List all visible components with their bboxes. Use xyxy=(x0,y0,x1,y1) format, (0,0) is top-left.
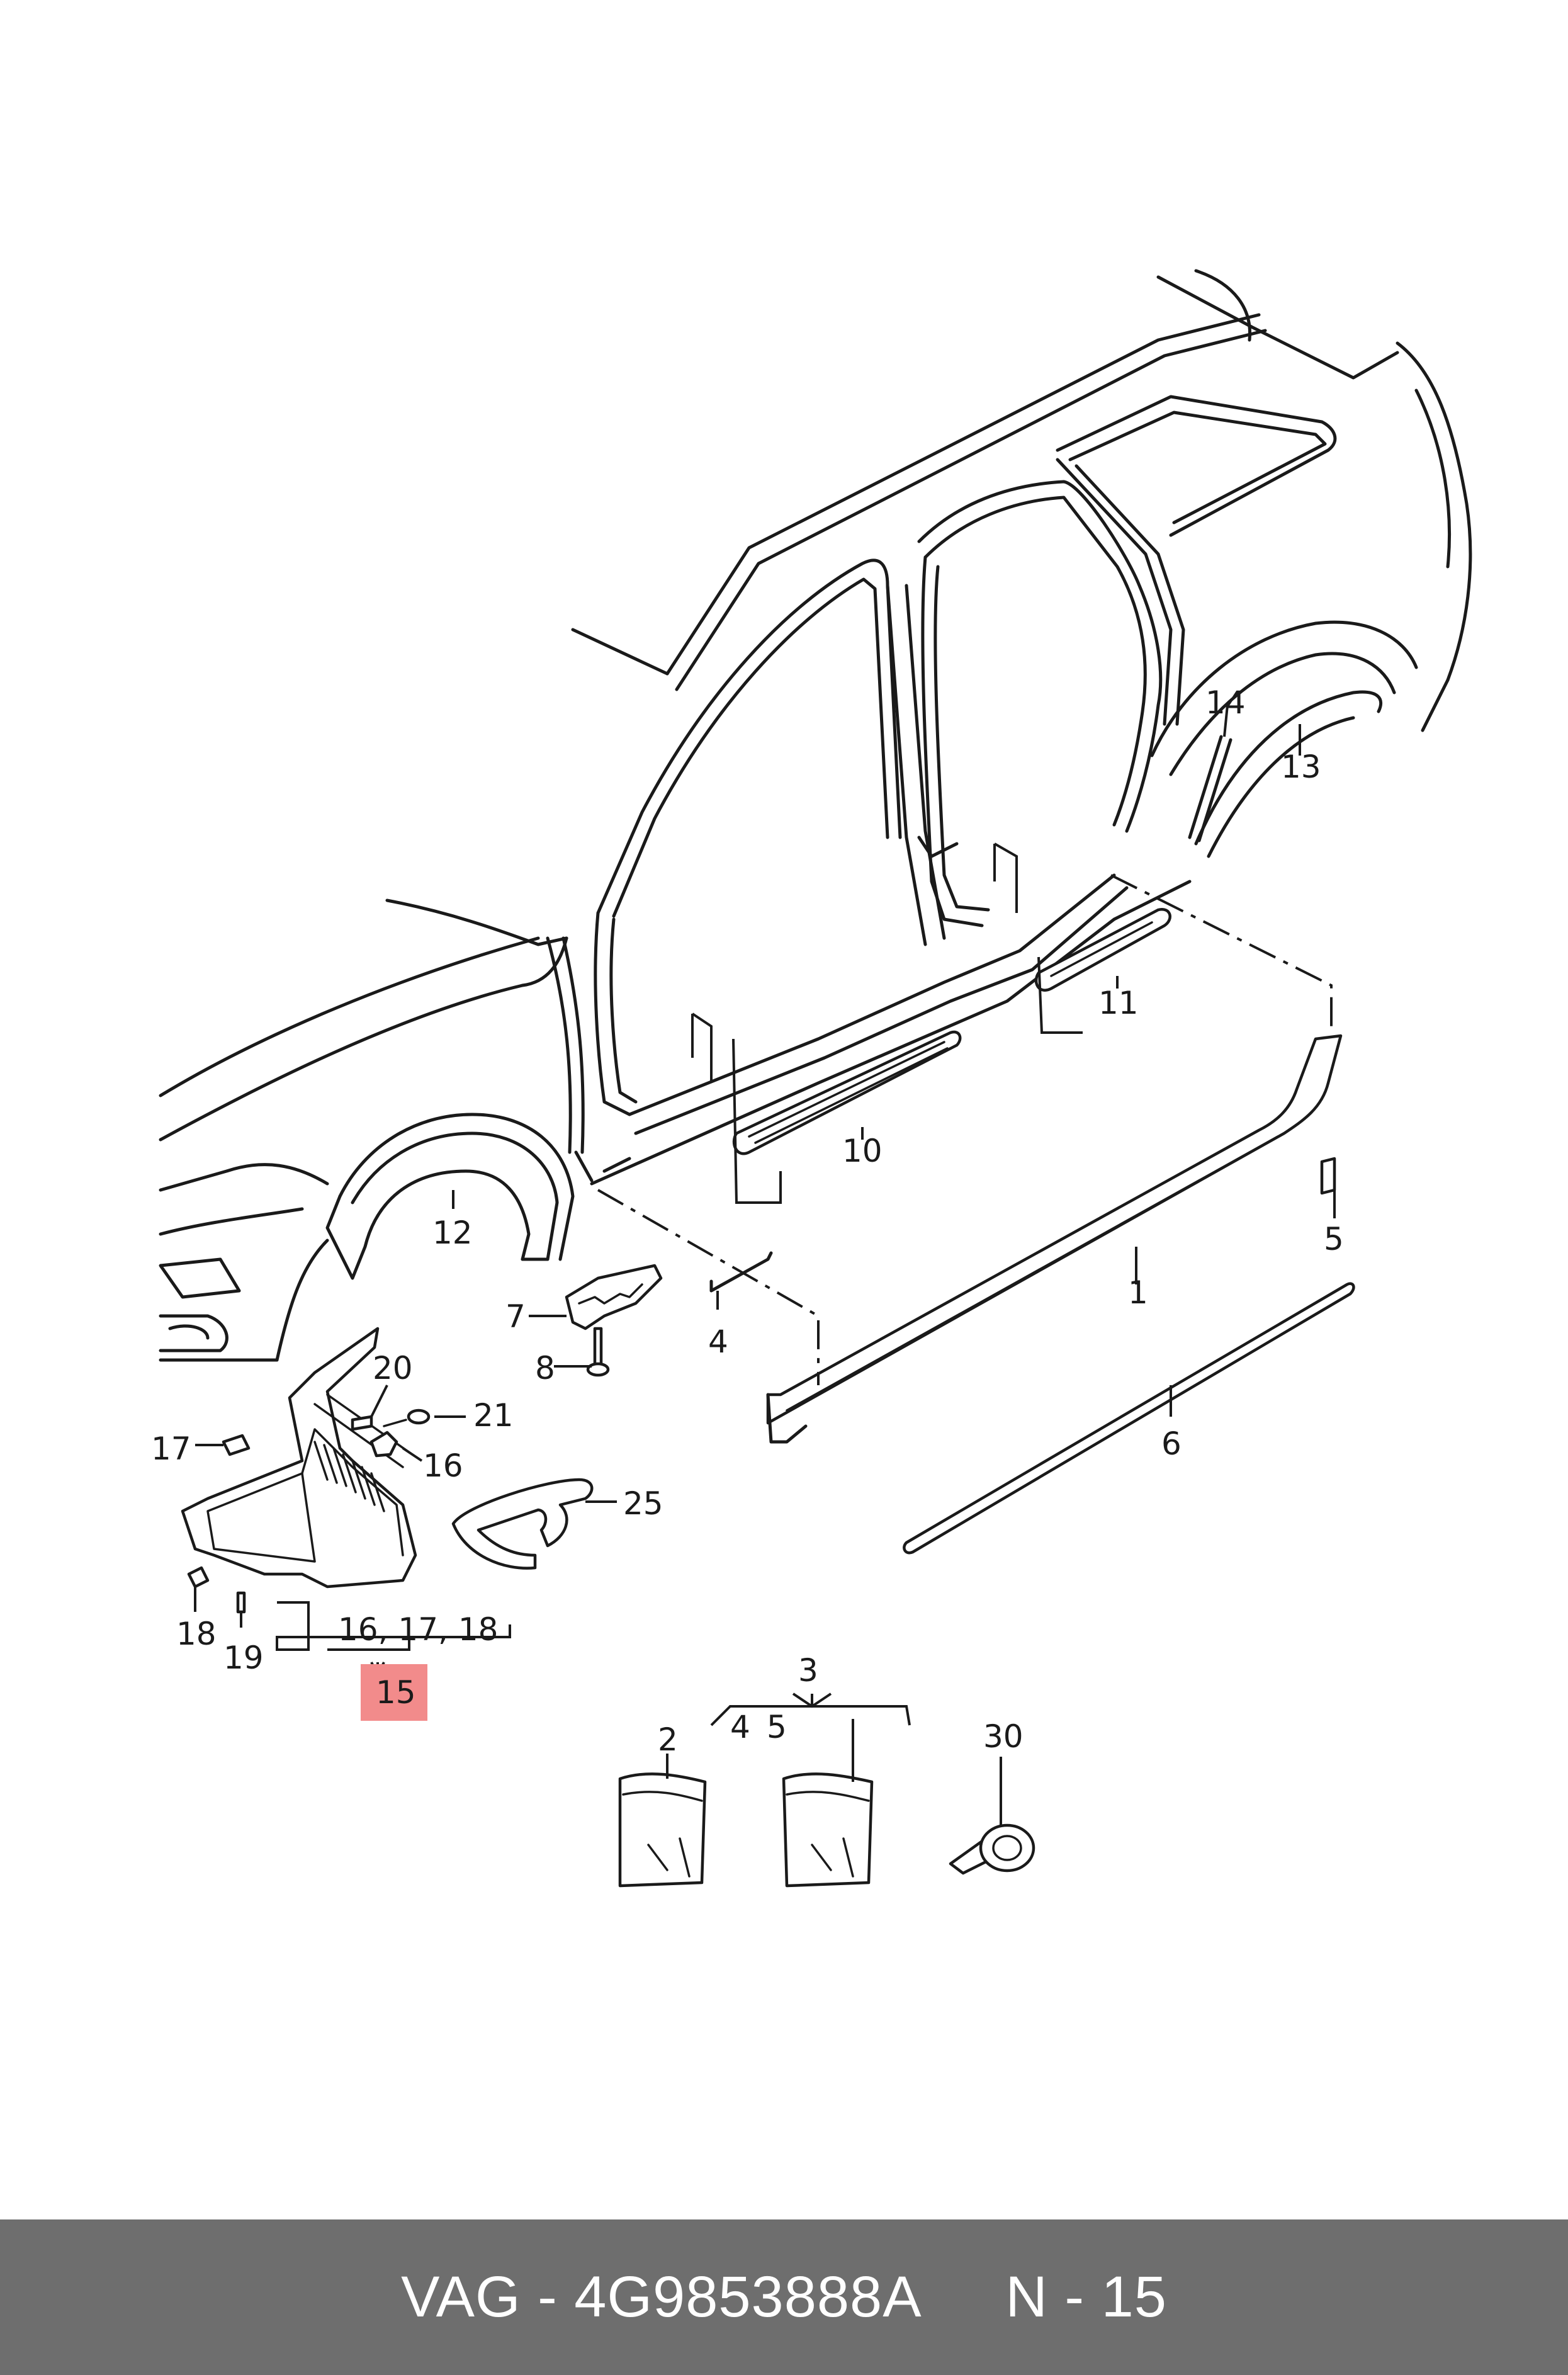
part-25-seal xyxy=(451,1478,594,1570)
callout-20: 20 xyxy=(373,1350,413,1386)
callout-16: 16 xyxy=(423,1448,463,1484)
callout-30: 30 xyxy=(983,1718,1024,1755)
callout-12: 12 xyxy=(432,1215,473,1251)
part-number-label: VAG - 4G9853888A xyxy=(401,2265,922,2329)
callout-labels: 1 2 3 4 5 4 5 6 7 8 10 11 12 13 14 15 16… xyxy=(151,684,1344,1758)
callout-4: 4 xyxy=(708,1324,728,1360)
footer-spacer xyxy=(922,2264,1006,2330)
part-4-rod xyxy=(709,1251,773,1293)
fastener-18 xyxy=(187,1566,210,1589)
fastener-20 xyxy=(351,1415,373,1431)
part-6-strip xyxy=(903,1282,1355,1555)
fastener-17 xyxy=(222,1434,251,1456)
front-wheel-arch xyxy=(325,1113,575,1280)
callout-10: 10 xyxy=(842,1133,883,1169)
callout-11: 11 xyxy=(1098,985,1139,1021)
part-1-side-sill xyxy=(766,1034,1343,1444)
rear-wheel-arch xyxy=(1150,620,1418,858)
leader-lines xyxy=(194,705,1336,1826)
callout-17: 17 xyxy=(151,1431,191,1467)
callout-5: 5 xyxy=(1324,1221,1344,1257)
callout-18: 18 xyxy=(176,1616,217,1652)
parts-diagram: 1 2 3 4 5 4 5 6 7 8 10 11 12 13 14 15 16… xyxy=(151,269,1472,1888)
assembly-lines xyxy=(597,842,1333,1385)
part-5-pad xyxy=(1320,1157,1336,1195)
part-7-bracket xyxy=(565,1264,663,1330)
part-11-rear-sill-plate xyxy=(1034,907,1171,992)
callout-1: 1 xyxy=(1128,1274,1148,1311)
callout-5-kit: 5 xyxy=(767,1709,787,1745)
fastener-16 xyxy=(369,1431,398,1458)
part-2-bag xyxy=(618,1772,707,1888)
callout-15: 15 xyxy=(376,1674,416,1711)
callout-7: 7 xyxy=(505,1298,526,1335)
part-3-bag xyxy=(782,1772,874,1888)
callout-14: 14 xyxy=(1205,684,1246,721)
callout-3: 3 xyxy=(798,1652,818,1689)
footer-bar: VAG - 4G9853888A N - 15 xyxy=(0,2219,1568,2375)
fastener-21 xyxy=(383,1409,431,1427)
fastener-19 xyxy=(236,1591,246,1614)
diagram-reference-label: N - 15 xyxy=(1005,2265,1167,2329)
car-body-outline xyxy=(159,269,1472,1362)
callout-13: 13 xyxy=(1281,749,1321,785)
callout-21: 21 xyxy=(473,1397,514,1434)
highlight-15 xyxy=(361,1664,427,1721)
callout-19: 19 xyxy=(223,1640,264,1676)
part-30-tape-roll xyxy=(949,1823,1035,1875)
part-8-bolt xyxy=(586,1327,610,1377)
callout-8: 8 xyxy=(535,1350,555,1386)
part-14-trim xyxy=(1188,735,1232,842)
part-15-wheelhouse-liner xyxy=(181,1327,417,1589)
callout-16-17-18: 16, 17, 18 xyxy=(338,1611,498,1648)
callout-2: 2 xyxy=(658,1721,678,1758)
callout-25: 25 xyxy=(623,1485,663,1522)
callout-6: 6 xyxy=(1161,1426,1182,1462)
callout-4-kit: 4 xyxy=(730,1709,750,1745)
